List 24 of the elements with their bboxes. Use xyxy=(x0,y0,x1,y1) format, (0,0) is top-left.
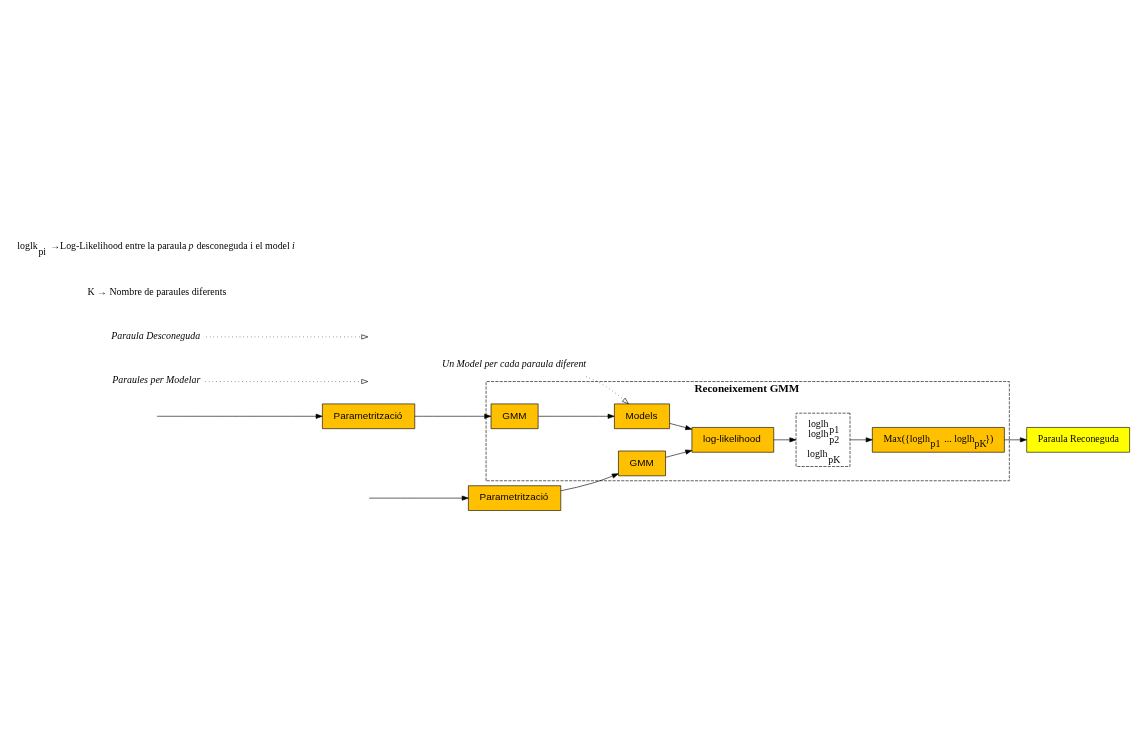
node-box: GMM xyxy=(490,403,539,429)
arrow xyxy=(156,413,323,419)
node-box: Parametrització xyxy=(322,403,416,429)
node-box: Paraula Reconeguda xyxy=(1026,427,1130,453)
arrow xyxy=(585,376,629,405)
arrow xyxy=(669,423,693,431)
arrow xyxy=(206,334,369,340)
arrow xyxy=(560,473,619,492)
label: K → Nombre de paraules diferents xyxy=(87,285,227,297)
arrow xyxy=(204,379,369,385)
arrow xyxy=(1004,437,1027,443)
node-text: Paraula Desconeguda xyxy=(111,329,201,341)
node-box: Parametrització xyxy=(468,485,562,511)
arrow xyxy=(849,437,873,443)
node-box: Models xyxy=(614,403,670,429)
node-text: Un Model per cada paraula diferent xyxy=(442,358,587,370)
arrow xyxy=(665,449,693,458)
node-text: Paraules per Modelar xyxy=(112,374,201,386)
node-box: log-likelihood xyxy=(691,427,775,453)
node-box: GMM xyxy=(618,450,666,477)
arrow xyxy=(773,437,797,443)
arrow xyxy=(368,495,469,501)
arrow xyxy=(538,413,615,419)
arrow xyxy=(414,413,492,419)
